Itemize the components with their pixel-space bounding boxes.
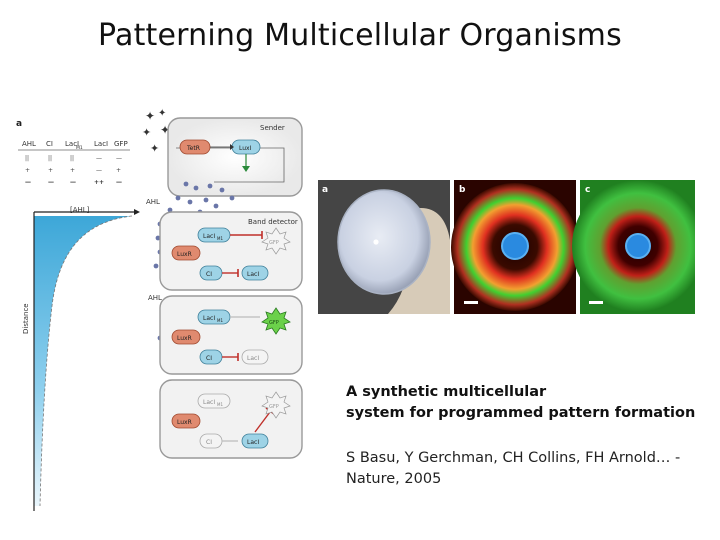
sparkle-icon: ✦: [150, 142, 159, 155]
laci-gene: [241, 265, 269, 281]
sender-disc-c: [625, 233, 651, 259]
ci-label: CI: [206, 355, 212, 362]
table-cell: —: [116, 155, 122, 162]
laci-gene: [241, 433, 269, 449]
distance-axis-label: Distance: [22, 303, 30, 334]
lacim1-label: LacI: [203, 399, 215, 406]
gfp-off-icon: [261, 391, 291, 419]
luxr-gene: [171, 245, 201, 261]
photo-label-a: a: [322, 185, 328, 195]
sparkle-icon: ✦: [145, 109, 155, 123]
lacim1-sub: M1: [217, 318, 223, 323]
citation-line-2: Nature, 2005: [346, 471, 442, 487]
caption-line-2: system for programmed pattern formation: [346, 405, 696, 421]
lacim1-sub: M1: [217, 402, 223, 407]
gradient-area: [34, 216, 132, 506]
laci-label: LacI: [247, 271, 259, 278]
table-cell: +: [25, 167, 30, 174]
table-cell: +: [116, 167, 121, 174]
light-sparkles: ✦ ✦ ✦ ✦ ✦: [142, 108, 170, 155]
gfp-on-cell: LacI M1 LuxR CI LacI GFP: [159, 295, 303, 375]
table-header-laci: LacI: [94, 140, 108, 148]
table-cell: —: [116, 179, 122, 186]
table-cell: ||: [48, 155, 52, 162]
table-cell: +: [70, 167, 75, 174]
photo-label-b: b: [459, 185, 466, 195]
laci-label: LacI: [247, 355, 259, 362]
citation: S Basu, Y Gerchman, CH Collins, FH Arnol…: [346, 448, 706, 490]
sparkle-icon: ✦: [160, 123, 170, 137]
lacim1-sub: M1: [217, 236, 223, 241]
luxr-label: LuxR: [177, 335, 192, 342]
sender-disc-b: [501, 232, 529, 260]
experiment-photos: a b c: [318, 180, 704, 314]
table-cell: —: [70, 179, 76, 186]
luxr-label: LuxR: [177, 251, 192, 258]
caption-line-1: A synthetic multicellular: [346, 384, 547, 400]
photo-b-band-pattern: b: [451, 180, 579, 314]
low-ahl-cell: LacI M1 LuxR CI LacI GFP: [159, 379, 303, 459]
table-cell: +: [48, 167, 53, 174]
ahl-label-2: AHL: [148, 294, 162, 302]
lacim1-label: LacI: [203, 233, 215, 240]
ahl-label-1: AHL: [146, 198, 160, 206]
petri-dish: [337, 189, 431, 295]
table-cell: ||: [70, 155, 74, 162]
gfp-label-off: GFP: [269, 404, 279, 410]
photo-c-bullseye-pattern: c: [572, 180, 704, 314]
truth-table: AHL CI LacI M1 LacI GFP || || || — — + +…: [18, 140, 130, 186]
scale-bar-c: [589, 301, 603, 304]
photo-label-c: c: [585, 185, 590, 195]
circuit-schematic-figure: a AHL CI LacI M1 LacI GFP || || || — — +…: [10, 106, 310, 516]
gfp-label-off: GFP: [269, 240, 279, 246]
lacim1-label: LacI: [203, 315, 215, 322]
ahl-gradient-plot: [AHL] Distance: [22, 206, 140, 511]
table-header-lacim1: LacI: [65, 140, 79, 148]
gfp-on-icon: [261, 307, 291, 335]
gfp-label-on: GFP: [269, 320, 279, 326]
ci-label: CI: [206, 271, 212, 278]
table-header-gfp: GFP: [114, 140, 128, 148]
citation-line-1: S Basu, Y Gerchman, CH Collins, FH Arnol…: [346, 450, 681, 466]
table-cell: —: [96, 167, 102, 174]
luxr-gene: [171, 413, 201, 429]
band-detector-cell: Band detector LacI M1 LuxR CI LacI GFP: [159, 211, 303, 291]
table-header-lacim1-sub: M1: [76, 145, 83, 151]
gradient-label: [AHL]: [70, 206, 90, 214]
laci-label: LacI: [247, 439, 259, 446]
scale-bar-b: [464, 301, 478, 304]
sender-cell: Sender TetR LuxI: [167, 117, 303, 197]
luxr-label: LuxR: [177, 419, 192, 426]
photo-a-petri-dish: a: [318, 180, 450, 314]
gfp-off-icon: [261, 227, 291, 255]
table-cell: —: [48, 179, 54, 186]
sparkle-icon: ✦: [158, 108, 166, 119]
sender-colony: [373, 239, 379, 245]
table-cell: —: [96, 155, 102, 162]
table-cell: ++: [94, 179, 104, 186]
slide-title: Patterning Multicellular Organisms: [98, 18, 622, 53]
tetr-label: TetR: [186, 145, 200, 152]
luxi-label: LuxI: [239, 145, 252, 152]
table-header-ahl: AHL: [22, 140, 36, 148]
table-header-ci: CI: [46, 140, 53, 148]
figure-caption: A synthetic multicellular system for pro…: [346, 382, 706, 424]
laci-gene-off: [241, 349, 269, 365]
sparkle-icon: ✦: [142, 126, 151, 139]
sender-label: Sender: [260, 124, 285, 132]
ci-label: CI: [206, 439, 212, 446]
table-cell: ||: [25, 155, 29, 162]
luxr-gene: [171, 329, 201, 345]
table-cell: —: [25, 179, 31, 186]
lacim1-gene-off: [197, 393, 231, 409]
panel-label-a: a: [16, 119, 22, 129]
band-detector-label: Band detector: [248, 218, 298, 226]
